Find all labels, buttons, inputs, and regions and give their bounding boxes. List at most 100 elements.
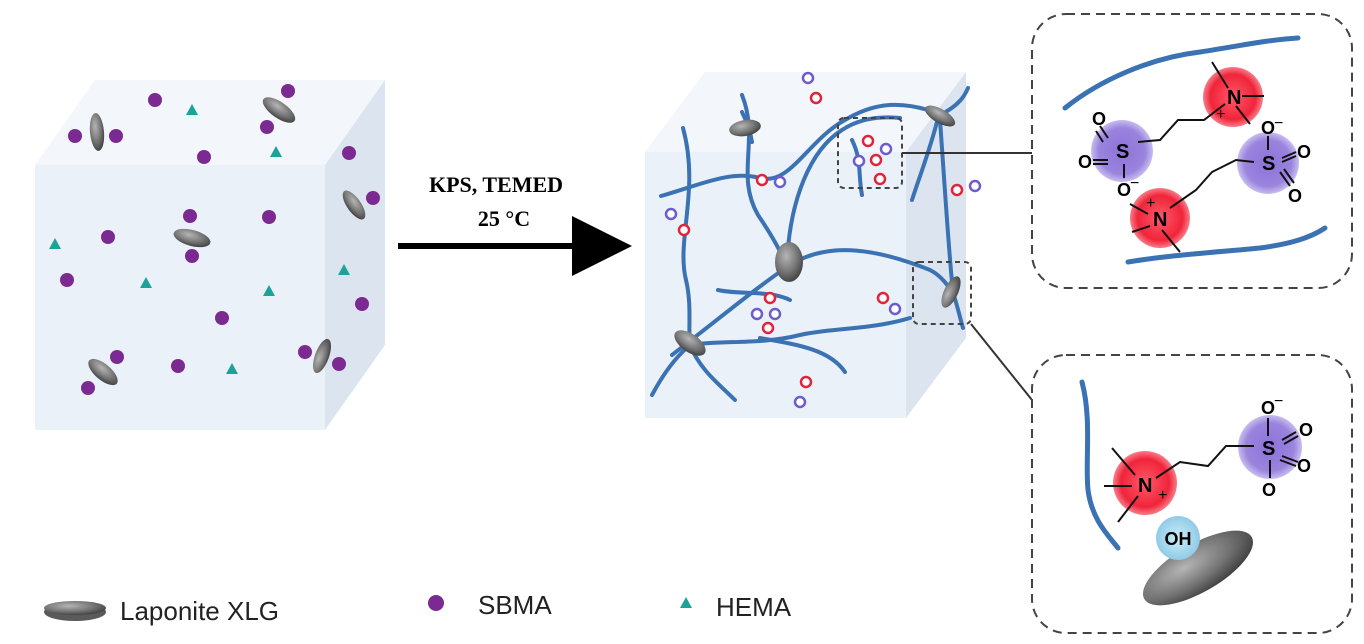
legend-label-laponite: Laponite XLG xyxy=(120,596,279,626)
bond xyxy=(1281,155,1297,163)
cube-left-top-face xyxy=(35,80,385,165)
legend-item-laponite: Laponite XLG xyxy=(44,596,279,626)
laponite-disk xyxy=(342,190,366,220)
sbma-dot xyxy=(262,210,276,224)
anion-ring xyxy=(750,307,764,321)
cube-left-front-face xyxy=(35,165,325,430)
inset-zwitterion-pairs: N + S O O O − S O − O O N + xyxy=(1031,13,1353,289)
cation-ring xyxy=(761,321,775,335)
hydroxyl-sphere xyxy=(1156,516,1200,560)
bond-chain xyxy=(1137,103,1226,143)
inset-polymer-chain xyxy=(1125,225,1328,265)
zoom-connector-bottom xyxy=(970,323,1033,401)
sbma-dot xyxy=(366,191,380,205)
cation-ring xyxy=(801,71,815,85)
cation-ring xyxy=(861,134,875,148)
sulfur-label: S xyxy=(1262,438,1275,460)
hema-triangle xyxy=(338,264,350,275)
hema-triangle xyxy=(270,146,282,157)
sulfur-label: S xyxy=(1116,141,1129,163)
hema-triangle xyxy=(140,277,152,288)
legend-label-sbma: SBMA xyxy=(478,590,552,620)
precursor-cube xyxy=(35,80,385,430)
polymer-chain xyxy=(785,115,902,264)
positive-charge: + xyxy=(1158,487,1167,504)
bond xyxy=(1281,455,1299,463)
legend: Laponite XLG SBMA HEMA xyxy=(44,590,792,626)
positive-charge: + xyxy=(1216,106,1225,123)
polymer-chain xyxy=(938,118,954,284)
oxygen-label: O xyxy=(1299,420,1313,440)
bond xyxy=(1283,435,1299,445)
nitrogen-label: N xyxy=(1153,209,1167,231)
legend-label-hema: HEMA xyxy=(716,592,792,622)
oxygen-label: O xyxy=(1092,109,1106,129)
polymer-chain xyxy=(850,138,864,197)
oxygen-label: O xyxy=(1288,186,1302,206)
laponite-disk xyxy=(941,276,961,308)
positive-charge: + xyxy=(1146,195,1155,212)
bond-chain xyxy=(1155,445,1254,479)
arrow-reagents-label: KPS, TEMED xyxy=(429,172,563,197)
cube-left-side-face xyxy=(325,80,385,430)
cation-ring xyxy=(755,173,769,187)
zwitterion-pendants xyxy=(664,71,982,409)
sbma-dot xyxy=(215,311,229,325)
bond xyxy=(1283,168,1295,184)
sbma-dot xyxy=(81,381,95,395)
hema-triangle xyxy=(49,238,61,249)
sbma-dot xyxy=(298,345,312,359)
ammonium-sphere xyxy=(1130,188,1190,248)
inset-polymer-chain xyxy=(1079,379,1121,551)
laponite-disk xyxy=(173,228,211,248)
nitrogen-label: N xyxy=(1227,87,1241,109)
legend-item-hema: HEMA xyxy=(680,592,792,622)
cube-right-top-face xyxy=(645,72,966,152)
zoom-box-clay xyxy=(912,261,972,325)
polymer-chain xyxy=(688,316,912,347)
sbma-dot xyxy=(342,146,356,160)
sbma-dot xyxy=(109,129,123,143)
bond xyxy=(1279,459,1297,467)
hydroxyl-label: OH xyxy=(1165,529,1192,549)
cation-ring xyxy=(950,183,964,197)
sbma-dot xyxy=(197,150,211,164)
sbma-dot xyxy=(110,350,124,364)
sbma-dot xyxy=(148,93,162,107)
bond xyxy=(1161,229,1181,253)
bond xyxy=(1281,151,1297,159)
bond xyxy=(1235,105,1251,125)
bond xyxy=(1281,431,1297,441)
arrow-temperature-label: 25 °C xyxy=(478,206,530,231)
anion-ring xyxy=(968,179,982,193)
cation-ring xyxy=(677,223,691,237)
bond xyxy=(1131,225,1151,233)
oxygen-label: O xyxy=(1261,118,1275,138)
oxygen-label: O xyxy=(1078,152,1092,172)
sbma-monomers xyxy=(60,84,380,395)
oxygen-label: O xyxy=(1262,480,1276,500)
anion-ring xyxy=(879,142,893,156)
nitrogen-label: N xyxy=(1138,475,1152,497)
sulfur-label: S xyxy=(1262,153,1275,175)
inset-polymer-chain xyxy=(1062,35,1301,111)
ammonium-sphere xyxy=(1203,67,1263,127)
anion-ring xyxy=(773,175,787,189)
sbma-dot xyxy=(101,230,115,244)
sbma-dot xyxy=(355,297,369,311)
cation-ring xyxy=(869,153,883,167)
anion-ring xyxy=(664,207,678,221)
laponite-disk xyxy=(88,358,118,386)
bond xyxy=(1129,203,1149,215)
oxygen-label: O xyxy=(1297,456,1311,476)
hydrogel-cube xyxy=(645,71,1033,418)
oxygen-label: O xyxy=(1261,398,1275,418)
cation-ring xyxy=(876,291,890,305)
polymer-chain xyxy=(758,336,847,374)
oxygen-label: O xyxy=(1117,180,1131,200)
anion-ring xyxy=(888,302,902,316)
laponite-disk-inset xyxy=(1142,530,1254,606)
anion-ring xyxy=(768,307,782,321)
bond xyxy=(1099,125,1109,139)
